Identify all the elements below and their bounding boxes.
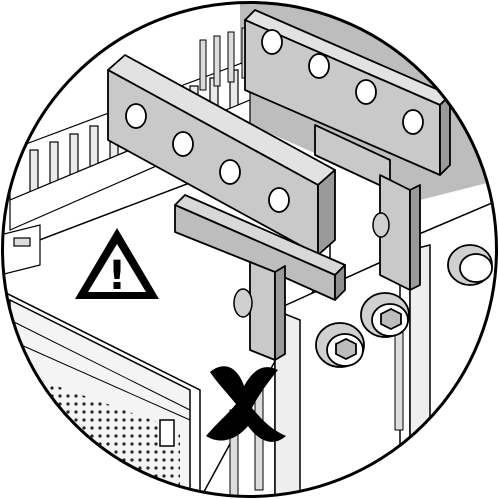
busbar-front: [107, 54, 346, 361]
screw-far-right: [447, 244, 493, 286]
busbar-rear: [244, 9, 451, 291]
incorrect-cross-icon: [206, 366, 286, 442]
left-edge-plate: [2, 224, 41, 276]
screw-small-rear: [372, 212, 390, 238]
warning-symbol: !: [108, 253, 126, 299]
screw-front-right: [360, 292, 410, 338]
warning-triangle-icon: !: [75, 228, 159, 299]
screw-front-left: [315, 322, 365, 368]
screw-small-left: [233, 288, 253, 318]
